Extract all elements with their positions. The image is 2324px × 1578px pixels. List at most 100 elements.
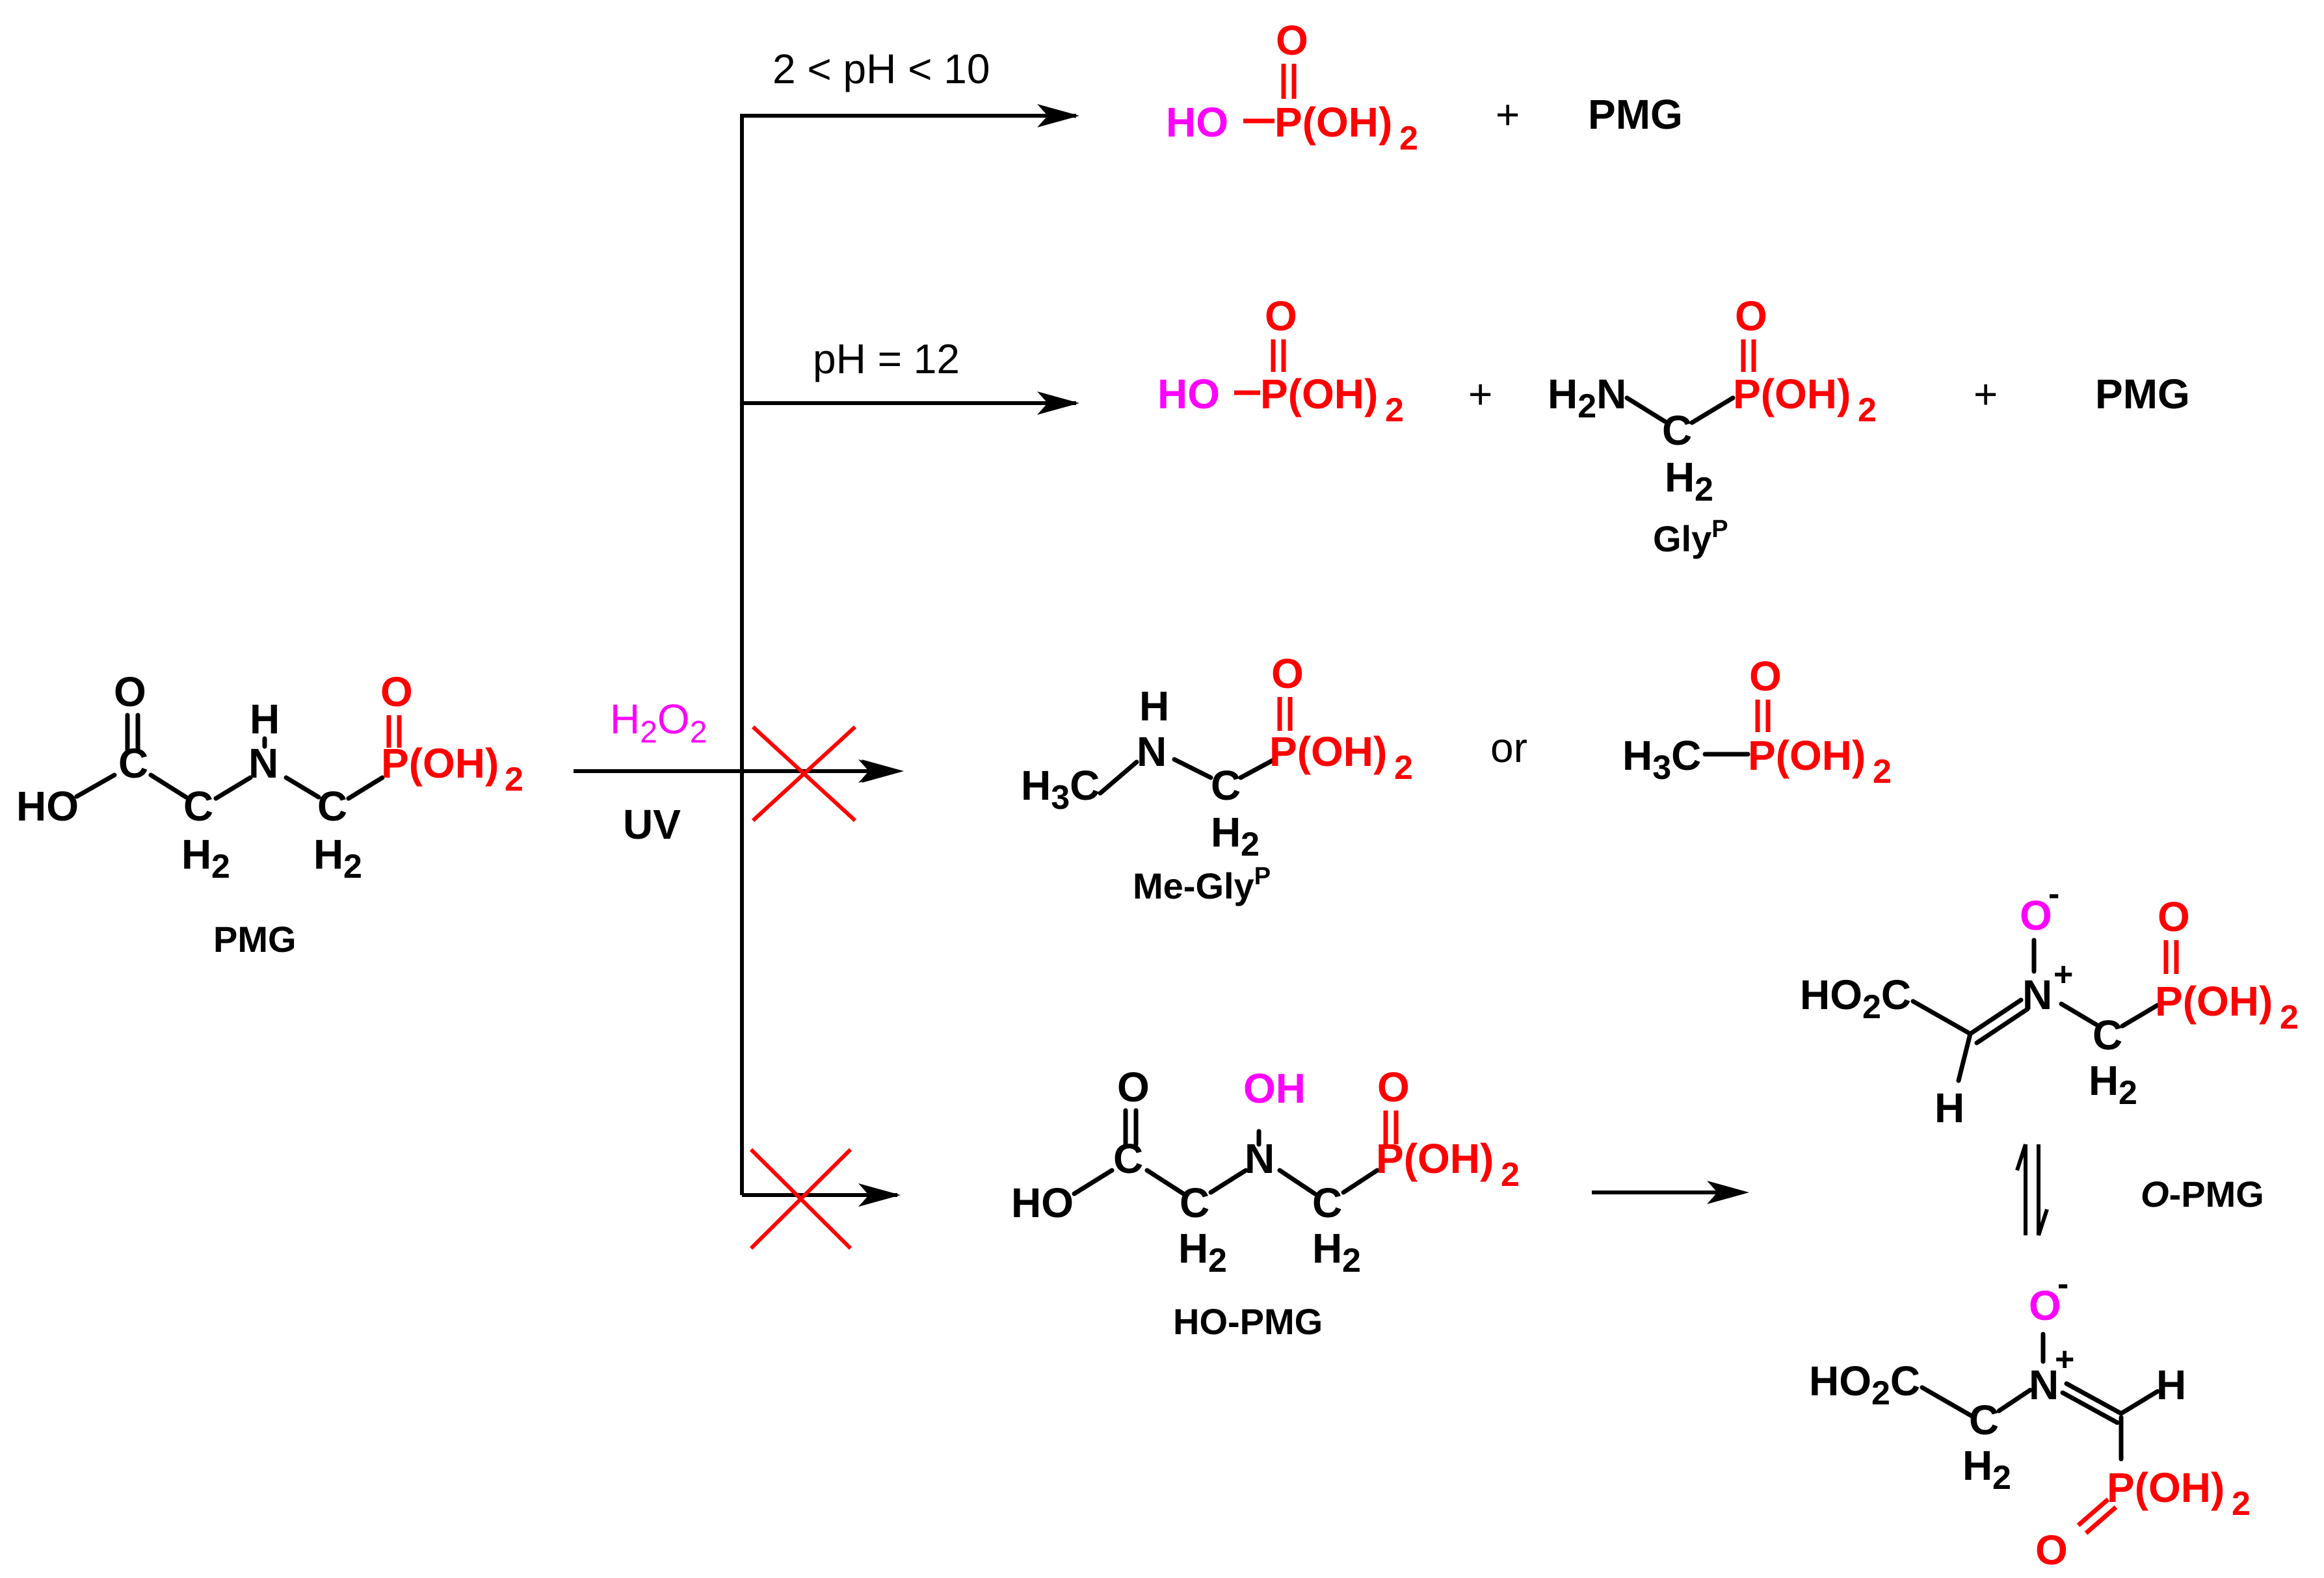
atom-o-hopmg-p: O <box>1377 1064 1410 1111</box>
atom-n-me: N <box>1137 728 1167 775</box>
reaction-arrow-main: H2O2 UV <box>574 696 901 848</box>
charge-plus-t1: + <box>2053 956 2073 993</box>
product-methylphosphonic: H3C P(OH) 2 O <box>1622 653 1892 791</box>
sub-2-me-p: 2 <box>1394 749 1413 787</box>
label-ho-pmg: HO-PMG <box>1173 1301 1323 1342</box>
atom-ho-p1: HO <box>1166 99 1228 146</box>
atom-ho: HO <box>16 783 79 830</box>
atom-c-ch2-2: C <box>317 783 347 830</box>
label-pmg-row2: PMG <box>2095 371 2190 417</box>
bond-n-ch2-t1 <box>2059 1001 2099 1027</box>
reagent-uv: UV <box>623 801 681 848</box>
label-glyp: GlyP <box>1653 516 1728 559</box>
atom-c-ch2-1: C <box>183 783 213 830</box>
atom-poh2-glyp: P(OH) <box>1733 371 1851 417</box>
product-me-glyp: H3C N H C H 2 P(OH) 2 O <box>1021 650 1413 863</box>
atom-o-hopmg: O <box>1117 1064 1150 1111</box>
bond-ho-c-hopmg <box>1072 1168 1115 1196</box>
sub-2-hopmg-1: 2 <box>1208 1242 1227 1280</box>
atom-h-n-me: H <box>1139 683 1169 730</box>
sub-2-ch2-2: 2 <box>343 848 362 886</box>
atom-c-t1: C <box>2093 1012 2122 1059</box>
atom-c-glyp: C <box>1662 407 1692 454</box>
atom-h3c-mp: H3C <box>1622 732 1701 787</box>
atom-c-carboxyl: C <box>118 740 148 787</box>
bond-cn-t1-a <box>1968 997 2024 1036</box>
sub-2-poh2: 2 <box>505 761 523 798</box>
atom-c-t2: C <box>1969 1397 1999 1443</box>
branch-4-head <box>858 1183 901 1207</box>
atom-c-hopmg: C <box>1113 1135 1143 1182</box>
bond-n-ch2-hopmg <box>1277 1168 1317 1196</box>
atom-h-t2: H <box>2156 1361 2186 1408</box>
sub-2-t2: 2 <box>1992 1459 2011 1497</box>
bond-nc-t2-a <box>2064 1381 2124 1416</box>
atom-ch2-hopmg-1: C <box>1180 1179 1209 1226</box>
condition-branch-1: 2 < pH < 10 <box>772 46 990 92</box>
reagent-h2o2: H2O2 <box>610 696 707 750</box>
cross-3-b <box>751 725 857 822</box>
bond-cn-t1-b <box>1974 1006 2030 1045</box>
atom-poh2-p1: P(OH) <box>1274 99 1392 146</box>
atom-poh2-t2: P(OH) <box>2107 1464 2225 1511</box>
atom-o-me: O <box>1271 650 1304 697</box>
atom-ho-hopmg: HO <box>1011 1179 1074 1226</box>
branch-1: 2 < pH < 10 <box>742 46 1079 127</box>
bond-c-p-glyp <box>1689 395 1736 425</box>
sub-2-me: 2 <box>1241 826 1260 863</box>
branch-3-head <box>862 759 904 783</box>
atom-ho-p2: HO <box>1157 371 1220 417</box>
atom-poh2-t1: P(OH) <box>2155 978 2273 1025</box>
atom-h-me: H <box>1211 809 1241 856</box>
atom-poh2-mp: P(OH) <box>1748 732 1866 779</box>
bond-nc-t2-b <box>2060 1390 2120 1425</box>
label-o-pmg: O-PMG <box>2141 1174 2264 1215</box>
atom-ho2c-t2: HO2C <box>1809 1358 1920 1412</box>
product-glyp: H2N C H 2 P(OH) 2 O <box>1548 293 1877 508</box>
eq-head-down <box>2037 1209 2049 1236</box>
cross-4-b <box>749 1148 852 1250</box>
bond-ho-c <box>74 772 117 799</box>
charge-minus-t1: - <box>2048 875 2059 913</box>
arrow-opmg-head <box>1707 1181 1749 1204</box>
sub-2-hopmg-p: 2 <box>1501 1156 1520 1194</box>
atom-o-p2: O <box>1265 293 1297 339</box>
bond-n-ch2 <box>284 775 321 800</box>
atom-o-t2: O <box>2029 1282 2061 1329</box>
atom-n-t1: N <box>2022 971 2052 1018</box>
branch-2-head <box>1037 391 1079 415</box>
atom-oh-hopmg: OH <box>1243 1065 1306 1112</box>
atom-h-ch2-2: H <box>313 831 343 878</box>
bond-c-ch-t1 <box>1910 999 1973 1036</box>
eq-head-up <box>2015 1144 2027 1171</box>
atom-h-ch2-t1: H <box>2089 1057 2119 1104</box>
atom-o-p: O <box>380 668 413 715</box>
product-phosphate-2: HO P(OH) 2 O <box>1157 293 1404 429</box>
label-or: or <box>1490 724 1527 771</box>
atom-h-t1: H <box>1934 1085 1964 1131</box>
bond-c-h-t1 <box>1956 1031 1973 1083</box>
sub-2-t1-p: 2 <box>2280 999 2299 1036</box>
atom-ho2c-t1: HO2C <box>1800 971 1911 1026</box>
branch-4 <box>742 1148 901 1250</box>
sub-2-mp: 2 <box>1873 753 1892 791</box>
sub-2-glyp-p: 2 <box>1858 391 1877 429</box>
bond-po-t2-a <box>2076 1497 2110 1527</box>
bond-c-n-me <box>1098 759 1139 796</box>
atom-poh2-p2: P(OH) <box>1260 371 1378 417</box>
plus-row2-b: + <box>1974 371 1998 417</box>
bond-c-ch2 <box>148 772 189 800</box>
atom-o-p1: O <box>1276 17 1308 64</box>
charge-minus-t2: - <box>2057 1265 2068 1303</box>
charge-plus-t2: + <box>2055 1341 2074 1378</box>
label-pmg-start: PMG <box>213 919 297 960</box>
atom-p-oh2: P(OH) <box>381 740 499 787</box>
atom-n-t2: N <box>2029 1361 2059 1408</box>
atom-o-carbonyl: O <box>114 668 146 715</box>
product-phosphate-1: HO P(OH) 2 O <box>1166 17 1418 157</box>
branch-1-head <box>1037 104 1079 127</box>
equilibrium-arrows <box>2015 1144 2049 1236</box>
atom-h-ch2-1: H <box>181 831 211 878</box>
bond-n-c-glyp <box>1624 395 1667 424</box>
